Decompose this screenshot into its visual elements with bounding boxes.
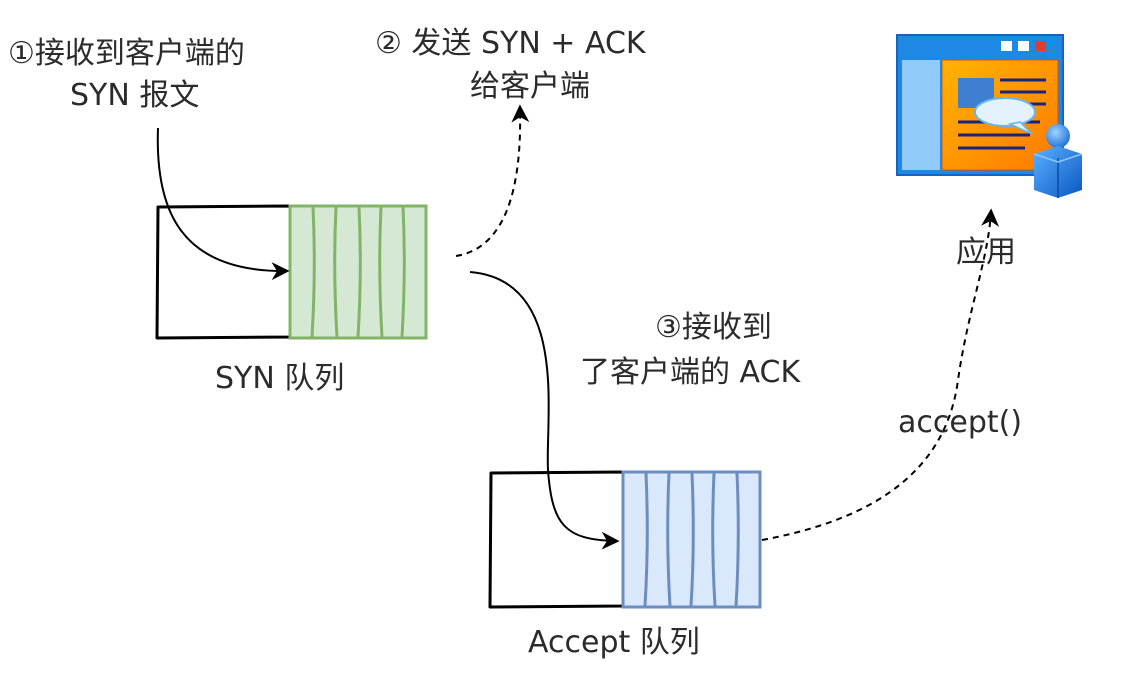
syn-queue-label: SYN 队列 <box>215 361 344 396</box>
accept-call-arrow <box>761 208 1000 541</box>
syn-ack-send-arrow <box>455 104 530 257</box>
syn-queue <box>155 204 428 340</box>
syn-queue-slot-dividers <box>310 206 406 338</box>
application-label: 应用 <box>956 235 1016 270</box>
step1-label-line2: SYN 报文 <box>70 78 199 113</box>
application-window-user-icon <box>896 34 1083 198</box>
step3-label-line1: ③接收到 <box>655 310 772 345</box>
accept-call-label: accept() <box>898 405 1022 440</box>
accept-queue-label: Accept 队列 <box>528 625 700 660</box>
step2-label-line2: 给客户端 <box>470 69 590 104</box>
step3-label-line2: 了客户端的 ACK <box>580 355 801 390</box>
accept-queue-slot-dividers <box>643 472 740 607</box>
ack-received-arrow <box>469 271 620 550</box>
step1-label-line1: ①接收到客户端的 <box>8 36 245 71</box>
accept-queue <box>488 470 762 609</box>
step2-label-line1: ② 发送 SYN + ACK <box>375 26 647 61</box>
syn-received-arrow <box>156 127 290 281</box>
